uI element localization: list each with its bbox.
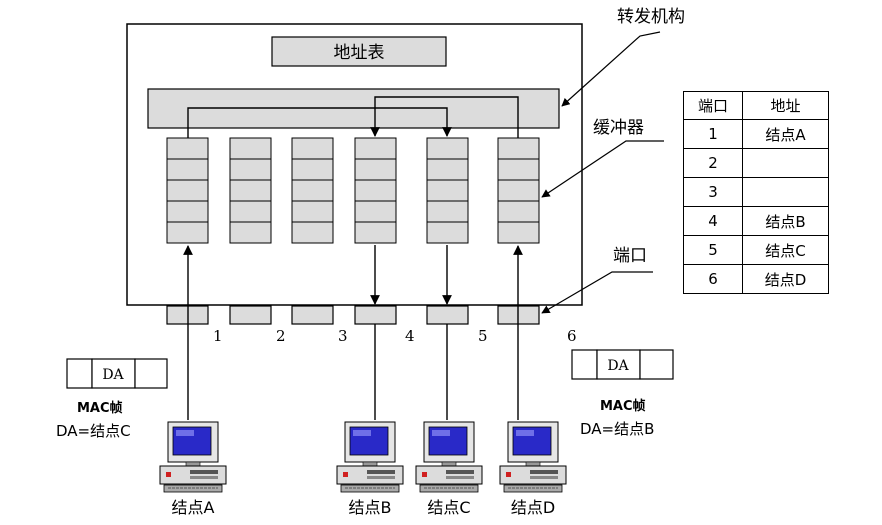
computer-icon-node-d bbox=[499, 421, 567, 493]
frame-left-caption: MAC帧 bbox=[77, 400, 123, 416]
computer-icon-node-c bbox=[415, 421, 483, 493]
port-number-2: 2 bbox=[276, 327, 286, 345]
table-cell-address: 结点C bbox=[742, 235, 829, 265]
table-cell-port: 2 bbox=[683, 148, 743, 178]
table-cell-port: 4 bbox=[683, 206, 743, 236]
table-cell-port: 1 bbox=[683, 119, 743, 149]
port-box-3 bbox=[291, 305, 334, 325]
forwarding-pointer bbox=[561, 31, 661, 107]
port-number-4: 4 bbox=[405, 327, 415, 345]
forward-path-1-5 bbox=[187, 107, 452, 138]
buffer-3 bbox=[291, 137, 334, 244]
table-row: 1 结点A bbox=[683, 119, 829, 149]
frame-left-dest: DA=结点C bbox=[56, 422, 131, 440]
address-table-label: 地址表 bbox=[334, 43, 385, 63]
table-row: 3 bbox=[683, 177, 829, 207]
buffer-label: 缓冲器 bbox=[593, 118, 644, 138]
frame-right-da bbox=[596, 349, 641, 380]
port-number-1: 1 bbox=[213, 327, 223, 345]
buffer-6 bbox=[497, 137, 540, 244]
frame-right-seg-3 bbox=[639, 349, 674, 380]
buffer-pointer bbox=[541, 140, 664, 198]
frame-left-da bbox=[91, 358, 136, 389]
table-header-row: 端口 地址 bbox=[683, 91, 829, 120]
frame-left-da-label: DA bbox=[102, 367, 124, 383]
frame-right-seg-1 bbox=[571, 349, 598, 380]
table-row: 2 bbox=[683, 148, 829, 178]
table-cell-port: 6 bbox=[683, 264, 743, 294]
table-row: 4 结点B bbox=[683, 206, 829, 236]
buffer-5 bbox=[426, 137, 469, 244]
table-row: 6 结点D bbox=[683, 264, 829, 294]
table-cell-address: 结点B bbox=[742, 206, 829, 236]
node-label-d: 结点D bbox=[511, 498, 555, 517]
port-box-5 bbox=[426, 305, 469, 325]
frame-left-seg-3 bbox=[134, 358, 168, 389]
table-cell-address: 结点A bbox=[742, 119, 829, 149]
port-number-3: 3 bbox=[338, 327, 348, 345]
node-label-b: 结点B bbox=[349, 498, 392, 517]
buffer-2 bbox=[229, 137, 272, 244]
table-cell-address: 结点D bbox=[742, 264, 829, 294]
computer-icon-node-a bbox=[159, 421, 227, 493]
table-cell-port: 5 bbox=[683, 235, 743, 265]
port-label: 端口 bbox=[613, 246, 647, 266]
frame-right-caption: MAC帧 bbox=[600, 398, 646, 414]
frame-left-seg-1 bbox=[66, 358, 93, 389]
buffer-1 bbox=[166, 137, 209, 244]
port-number-5: 5 bbox=[478, 327, 488, 345]
port-address-table: 端口 地址 1 结点A 2 3 4 结点B 5 结点C 6 结点D bbox=[683, 91, 829, 294]
table-row: 5 结点C bbox=[683, 235, 829, 265]
port-pointer bbox=[541, 271, 653, 314]
table-cell-port: 3 bbox=[683, 177, 743, 207]
port-box-2 bbox=[229, 305, 272, 325]
table-cell-address bbox=[742, 177, 829, 207]
port-number-6: 6 bbox=[567, 327, 577, 345]
node-label-c: 结点C bbox=[427, 498, 470, 517]
table-cell-address bbox=[742, 148, 829, 178]
computer-icon-node-b bbox=[336, 421, 404, 493]
forward-path-6-4 bbox=[370, 96, 519, 138]
table-header-address: 地址 bbox=[742, 91, 829, 120]
table-header-port: 端口 bbox=[683, 91, 743, 120]
port-box-4 bbox=[354, 305, 397, 325]
frame-right-dest: DA=结点B bbox=[580, 420, 654, 438]
node-label-a: 结点A bbox=[172, 498, 215, 517]
buffer-4 bbox=[354, 137, 397, 244]
frame-right-da-label: DA bbox=[607, 358, 629, 374]
address-table-box bbox=[271, 36, 447, 67]
forwarding-label: 转发机构 bbox=[617, 7, 685, 27]
